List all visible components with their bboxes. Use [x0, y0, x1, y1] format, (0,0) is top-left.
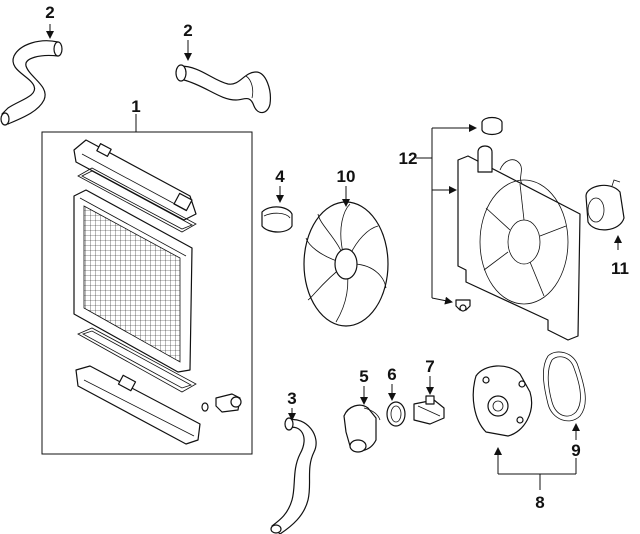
radiator-lower-tank — [75, 365, 201, 445]
callout-3: 3 — [287, 389, 296, 408]
thermostat — [413, 395, 445, 425]
radiator-seal-lower — [77, 327, 197, 393]
callout-1: 1 — [131, 97, 140, 116]
callout-2-upper: 2 — [183, 21, 192, 40]
reservoir-cap — [261, 206, 293, 233]
callout-11: 11 — [611, 259, 629, 278]
callout-10: 10 — [337, 167, 356, 186]
upper-radiator-hose-left — [0, 40, 63, 126]
radiator-assembly-box — [41, 131, 253, 455]
water-inlet — [343, 404, 381, 453]
callout-9: 9 — [571, 441, 580, 460]
reservoir-cap-top — [481, 116, 503, 136]
coolant-reservoir — [477, 145, 523, 185]
callout-8: 8 — [535, 493, 544, 512]
callout-4: 4 — [275, 167, 285, 186]
fan-shroud — [457, 155, 581, 341]
callout-2-left: 2 — [45, 3, 54, 22]
radiator-core — [73, 189, 193, 373]
drain-cock — [201, 393, 242, 413]
callout-12: 12 — [399, 149, 418, 168]
lower-radiator-hose — [270, 417, 317, 534]
thermostat-gasket — [386, 401, 406, 427]
water-pump-gasket — [543, 351, 586, 422]
upper-radiator-hose-right — [175, 64, 271, 114]
radiator-upper-tank — [73, 139, 197, 221]
callout-6: 6 — [387, 365, 396, 384]
callout-7: 7 — [425, 357, 434, 376]
fan-motor — [585, 179, 625, 231]
water-pump — [472, 365, 533, 437]
cooling-fan — [303, 201, 389, 327]
radiator-seal-upper — [77, 167, 197, 233]
callout-5: 5 — [359, 367, 368, 386]
shroud-grommet — [455, 299, 471, 312]
